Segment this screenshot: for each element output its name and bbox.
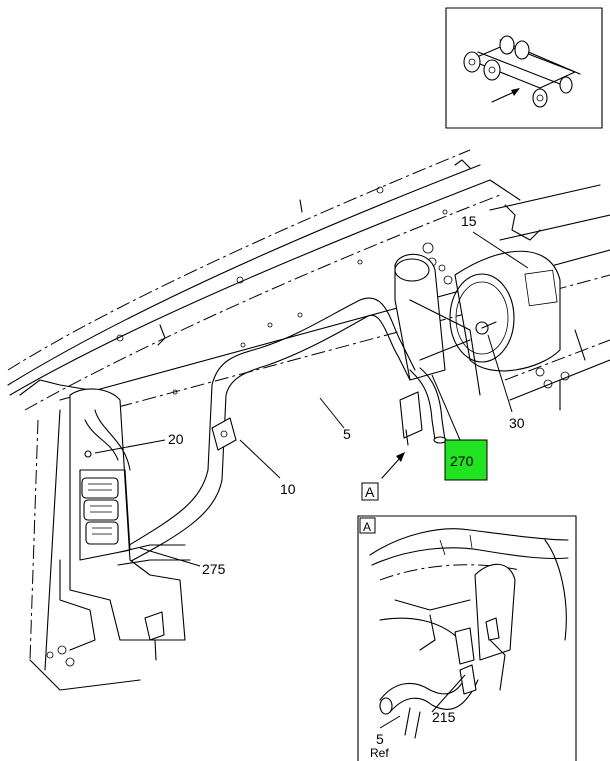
leader-215: [431, 674, 466, 713]
leader-lines: [94, 231, 529, 567]
callout-15: 15: [461, 213, 477, 229]
electrical-module: [59, 388, 191, 661]
detail-a-frame: [357, 515, 577, 761]
orientation-inset: [445, 7, 603, 129]
callout-270-highlight: [444, 439, 488, 481]
detail-a-label-box: [359, 517, 376, 534]
leader-275: [139, 547, 201, 567]
leader-20: [94, 439, 166, 454]
callout-215: 215: [432, 709, 456, 725]
callout-10: 10: [280, 481, 296, 497]
callout-5: 5: [343, 426, 351, 442]
callout-5-ref-text: Ref: [370, 746, 389, 760]
callout-30: 30: [509, 415, 525, 431]
wiring-harness-5: [117, 297, 447, 567]
callout-270: 270: [450, 453, 474, 469]
leader-5-ref: [379, 715, 401, 729]
detail-a-label: A: [363, 520, 371, 534]
inset-frame: [445, 7, 603, 129]
callout-275: 275: [202, 561, 226, 577]
leader-5: [319, 397, 345, 429]
truck-chassis-thumbnail: [463, 35, 581, 108]
air-tank-15: [449, 250, 561, 372]
callout-20: 20: [168, 431, 184, 447]
view-a-arrow: [381, 452, 405, 479]
view-a-label-box: [361, 482, 379, 501]
leader-15: [472, 231, 529, 269]
leader-270: [431, 374, 461, 441]
clip-10: [211, 417, 237, 451]
detail-a-view: [357, 515, 577, 761]
leader-30: [487, 334, 513, 413]
frame-holes: [46, 186, 570, 667]
callout-5-ref-number: 5: [376, 731, 384, 747]
leader-10: [239, 439, 281, 479]
view-a-label: A: [365, 484, 375, 500]
